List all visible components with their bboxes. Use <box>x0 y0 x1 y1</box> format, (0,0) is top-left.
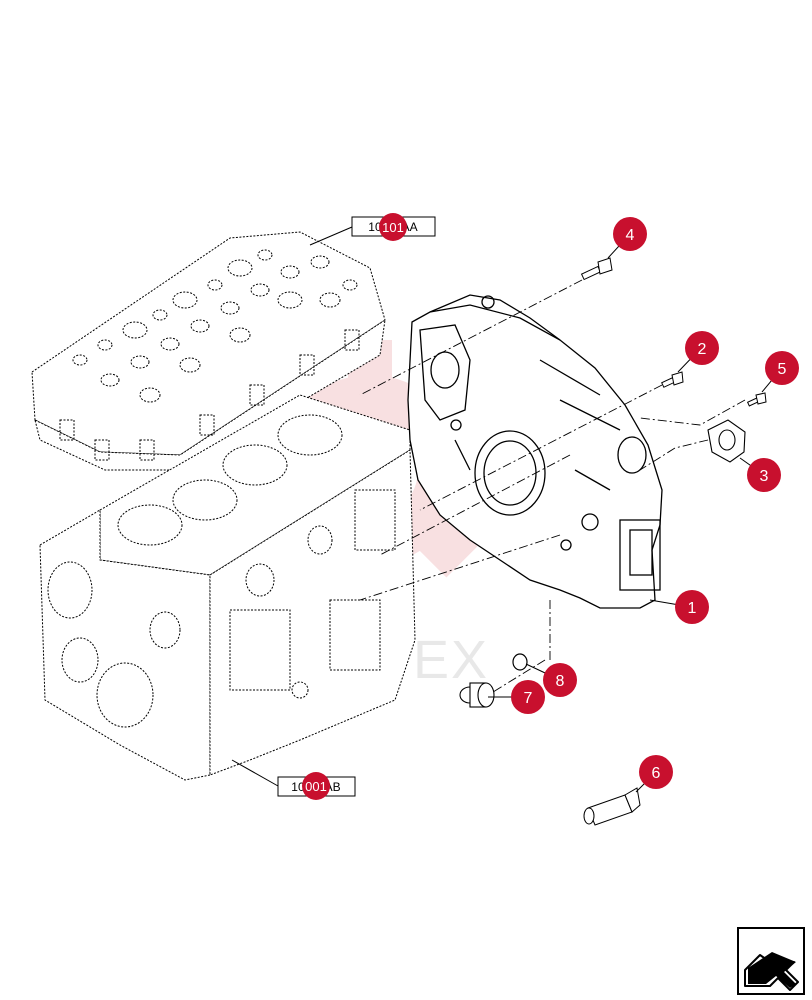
assembly-lines <box>359 279 746 693</box>
reference-marker-bottom-text: 001 <box>305 779 327 794</box>
callout-2[interactable]: 2 <box>685 331 719 365</box>
callout-4[interactable]: 4 <box>613 217 647 251</box>
arrow-icon <box>744 952 799 991</box>
screw-part-5 <box>746 392 767 407</box>
sealant-tube-part-6 <box>583 787 641 826</box>
reference-label-bottom[interactable]: 10001AB 001 <box>277 772 356 800</box>
reference-marker-bottom <box>302 772 330 800</box>
cylinder-head <box>31 231 386 471</box>
reference-label-top[interactable]: 10101AA 101 <box>351 213 436 241</box>
callout-5[interactable]: 5 <box>765 351 799 385</box>
plug-part-7 <box>459 682 495 708</box>
bolt-part-4 <box>580 257 613 281</box>
callout-6[interactable]: 6 <box>639 755 673 789</box>
callout-8-label: 8 <box>556 673 565 690</box>
cover-plate-part-3 <box>707 419 746 463</box>
callout-3[interactable]: 3 <box>747 458 781 492</box>
reference-marker-top-text: 101 <box>382 220 404 235</box>
callout-1-label: 1 <box>688 600 697 617</box>
callout-6-label: 6 <box>652 765 661 782</box>
bolt-part-2 <box>661 371 684 388</box>
callout-7[interactable]: 7 <box>511 680 545 714</box>
callout-7-label: 7 <box>524 690 533 707</box>
callout-3-label: 3 <box>760 468 769 485</box>
callout-1[interactable]: 1 <box>675 590 709 624</box>
callout-5-label: 5 <box>778 361 787 378</box>
reference-marker-top <box>379 213 407 241</box>
callout-4-label: 4 <box>626 227 635 244</box>
callout-8[interactable]: 8 <box>543 663 577 697</box>
callout-2-label: 2 <box>698 341 707 358</box>
flywheel-housing <box>407 294 663 609</box>
engine-block <box>39 394 416 781</box>
o-ring-part-8 <box>512 653 528 671</box>
nav-arrow-button[interactable] <box>737 927 805 995</box>
